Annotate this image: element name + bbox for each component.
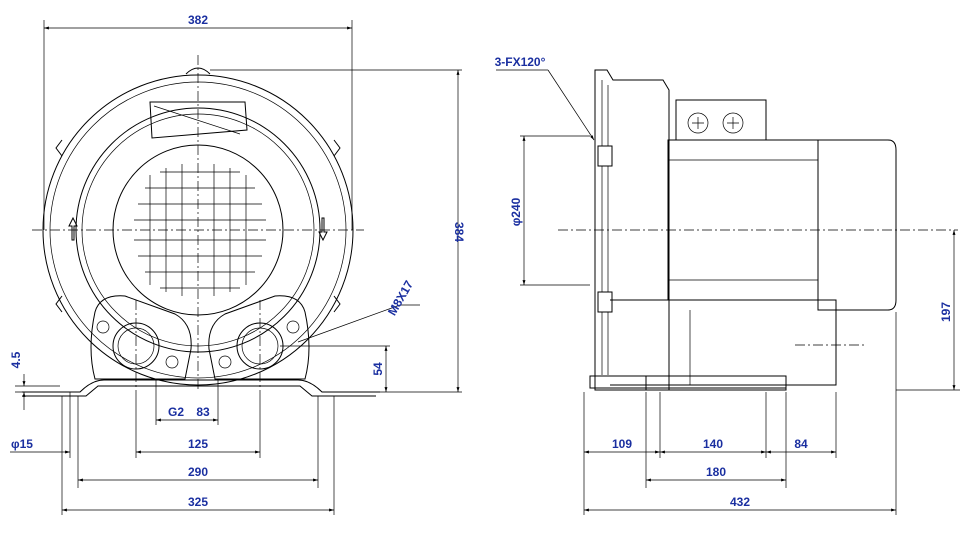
dim-mount-hole: φ15	[11, 437, 33, 451]
dim-base-width: 290	[188, 465, 208, 479]
dim-outlet-height: 54	[371, 362, 385, 376]
dim-foot-thickness: 4.5	[9, 351, 23, 368]
dim-side-base: 180	[706, 465, 726, 479]
dim-center-height: 197	[939, 302, 953, 322]
dim-overall-height: 384	[452, 222, 466, 242]
dim-foot-total-width: 325	[188, 495, 208, 509]
dim-pipe-thread: G2	[168, 405, 184, 419]
dim-overall-width: 382	[188, 13, 208, 27]
dim-side-right: 84	[794, 437, 808, 451]
side-view	[496, 69, 960, 515]
dim-port-spacing-inner: 83	[196, 405, 210, 419]
dim-flange-diameter: φ240	[509, 197, 523, 226]
dim-bolt-spec: M8X17	[385, 278, 416, 318]
front-view	[10, 20, 462, 515]
dim-side-mid: 140	[703, 437, 723, 451]
dim-port-spacing: 125	[188, 437, 208, 451]
dim-flange-angle: 3-FX120°	[495, 55, 546, 69]
dim-overall-length: 432	[730, 495, 750, 509]
dim-side-left: 109	[612, 437, 632, 451]
